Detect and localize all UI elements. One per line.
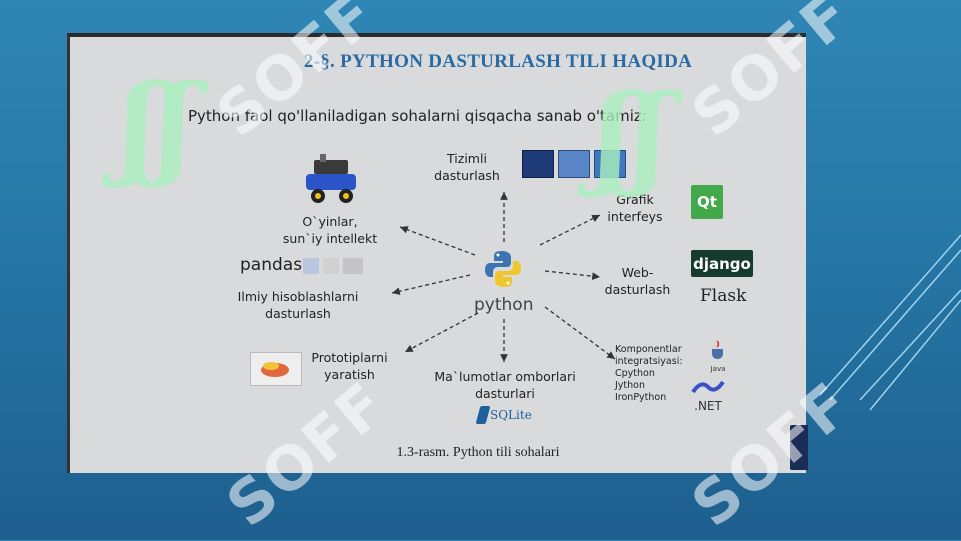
- scientific-libs-icon: [303, 258, 363, 274]
- figure-caption: 1.3-rasm. Python tili sohalari: [396, 445, 560, 460]
- intro-text: Python faol qo'llaniladigan sohalarni qi…: [188, 107, 647, 125]
- label-system: Tizimli dasturlash: [434, 151, 500, 183]
- label-gui: Grafik interfeys: [607, 192, 663, 224]
- linux-logo-icon: [594, 150, 626, 178]
- numpy-icon: [303, 258, 319, 274]
- scipy-icon: [323, 258, 339, 274]
- arrow-web: [544, 270, 601, 281]
- java-logo: Java: [706, 340, 730, 373]
- pandas-logo: pandas: [240, 255, 303, 275]
- side-logo-fragment: [790, 425, 808, 470]
- label-games-ai: O`yinlar, sun`iy intellekt: [282, 214, 378, 246]
- mac-logo-icon: [558, 150, 590, 178]
- qt-logo-icon: Qt: [691, 185, 723, 219]
- label-components: Komponentlar integratsiyasi: Cpython Jyt…: [615, 344, 683, 403]
- slide-image: 2-§. PYTHON DASTURLASH TILI HAQIDA Pytho…: [67, 33, 806, 473]
- os-logos-icon: [522, 150, 626, 178]
- sqlite-logo: SQLite: [475, 406, 532, 424]
- django-logo: django: [691, 250, 753, 277]
- dotnet-logo: .NET: [688, 380, 728, 413]
- python-label: python: [474, 295, 534, 315]
- python-logo-icon: [485, 251, 521, 287]
- prototype-icon: [250, 352, 302, 386]
- label-prototype: Prototiplarni yaratish: [311, 350, 388, 382]
- arrow-games: [399, 226, 476, 256]
- arrow-science: [391, 274, 471, 296]
- robot-icon: [306, 154, 356, 203]
- arrow-components: [544, 306, 616, 360]
- slide-title: 2-§. PYTHON DASTURLASH TILI HAQIDA: [303, 51, 693, 72]
- dotnet-wave-icon: [691, 380, 725, 394]
- label-database: Ma`lumotlar omborlari dasturlari: [434, 369, 576, 401]
- flask-logo: Flask: [700, 286, 747, 306]
- matplotlib-icon: [343, 258, 363, 274]
- windows-logo-icon: [522, 150, 554, 178]
- label-web: Web- dasturlash: [604, 265, 671, 297]
- diagram-arrows: [391, 192, 616, 362]
- label-science: Ilmiy hisoblashlarni dasturlash: [237, 289, 359, 321]
- arrow-prototype: [404, 312, 479, 353]
- java-cup-icon: [712, 340, 723, 359]
- sqlite-feather-icon: [475, 406, 491, 424]
- prototype-drawing-icon: [261, 362, 289, 377]
